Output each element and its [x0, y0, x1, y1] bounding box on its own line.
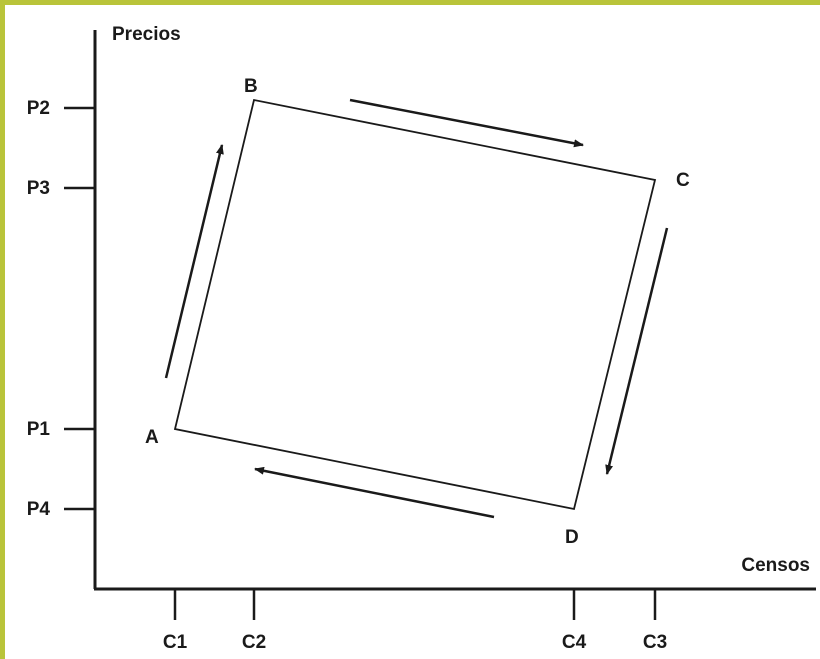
- y-tick-p3: P3: [27, 178, 95, 199]
- arrow-d-to-a: [254, 466, 495, 519]
- arrow-b-to-c: [349, 98, 584, 148]
- x-tick-label: C2: [242, 632, 266, 653]
- x-tick-c1: C1: [163, 589, 188, 653]
- point-label-a: A: [145, 427, 159, 448]
- x-tick-label: C1: [163, 632, 188, 653]
- cycle-quadrilateral: [173, 98, 657, 511]
- x-tick-label: C4: [562, 632, 587, 653]
- x-tick-c4: C4: [562, 589, 587, 653]
- y-tick-p2: P2: [27, 98, 95, 119]
- y-tick-label: P3: [27, 178, 50, 199]
- y-axis-label: Precios: [112, 24, 181, 45]
- x-axis-label: Censos: [741, 555, 810, 576]
- y-tick-label: P4: [27, 499, 51, 520]
- x-tick-c3: C3: [643, 589, 667, 653]
- y-tick-label: P2: [27, 98, 50, 119]
- arrow-c-to-d: [605, 227, 669, 475]
- y-tick-p4: P4: [27, 499, 95, 520]
- point-label-b: B: [244, 76, 258, 97]
- arrow-a-to-b: [164, 144, 224, 379]
- point-label-d: D: [565, 527, 579, 548]
- x-tick-label: C3: [643, 632, 667, 653]
- point-label-c: C: [676, 170, 690, 191]
- y-tick-label: P1: [27, 419, 51, 440]
- x-tick-c2: C2: [242, 589, 266, 653]
- y-tick-p1: P1: [27, 419, 95, 440]
